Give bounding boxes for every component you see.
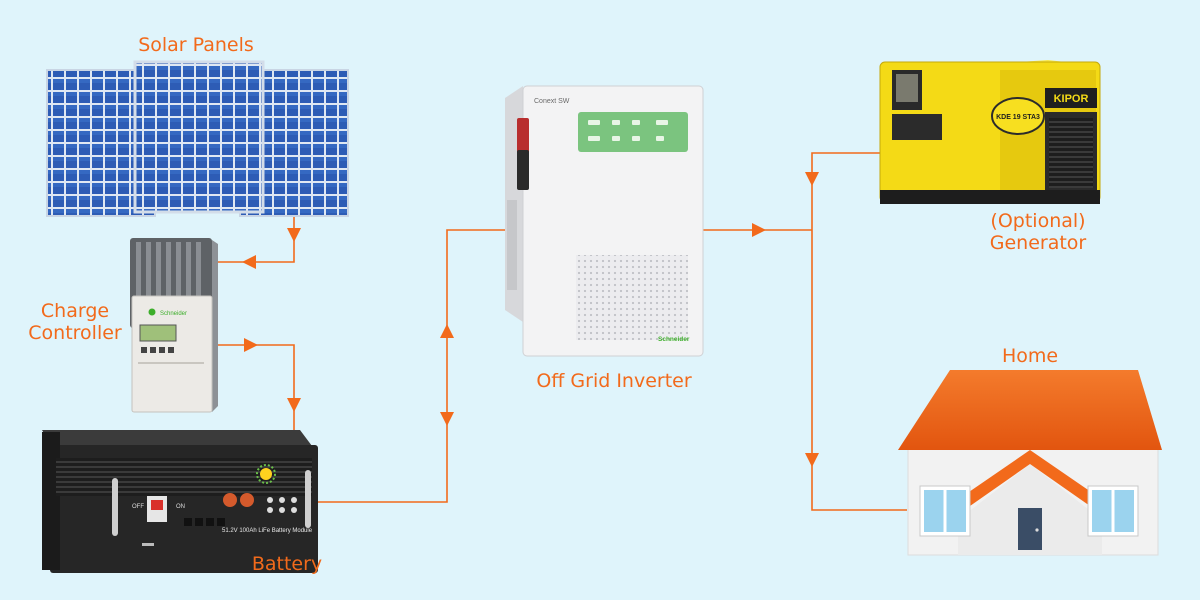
arrow-down-icon xyxy=(287,228,301,242)
label-battery: Battery xyxy=(251,553,323,575)
roof xyxy=(898,370,1162,450)
label-generator-line1: (Optional) xyxy=(990,210,1086,232)
generator-brand: KIPOR xyxy=(1054,93,1089,105)
arrow-up-icon xyxy=(440,324,454,338)
solar-panels xyxy=(46,60,349,217)
label-generator: (Optional) Generator xyxy=(958,210,1118,254)
generator: KDE 19 STA3 KIPOR xyxy=(879,60,1101,204)
label-solar-panels: Solar Panels xyxy=(138,34,254,56)
battery-on-text: ON xyxy=(176,504,185,510)
label-charge-controller: Charge Controller xyxy=(10,300,140,344)
inverter-maker: Schneider xyxy=(658,336,690,343)
battery-module-text: 51.2V 100Ah LiFe Battery Module xyxy=(222,528,313,534)
label-charge-controller-line1: Charge xyxy=(40,300,110,322)
sun-logo-icon xyxy=(256,464,276,484)
line-panels-to-controller xyxy=(208,212,295,263)
label-charge-controller-line2: Controller xyxy=(28,322,122,344)
charge-controller: Schneider xyxy=(130,238,218,413)
home xyxy=(898,370,1162,556)
arrow-down-icon xyxy=(440,412,454,426)
controller-maker: Schneider xyxy=(160,311,187,317)
arrow-right-icon xyxy=(244,338,258,352)
label-inverter: Off Grid Inverter xyxy=(536,370,692,392)
arrow-down-icon xyxy=(805,453,819,467)
battery: OFF ON 51.2V 100Ah LiFe Battery Module xyxy=(42,430,318,573)
label-home: Home xyxy=(1001,345,1059,367)
positive-terminal-icon xyxy=(223,493,237,507)
inverter: Conext SW Schneider xyxy=(505,85,704,357)
arrow-left-icon xyxy=(242,255,256,269)
solar-panel-center xyxy=(133,60,265,214)
arrow-down-icon xyxy=(287,398,301,412)
arrow-down-icon xyxy=(805,172,819,186)
arrow-right-icon xyxy=(752,223,766,237)
arrow-heads xyxy=(242,172,819,467)
battery-off-text: OFF xyxy=(132,504,144,510)
line-generator-to-home xyxy=(811,152,907,511)
label-generator-line2: Generator xyxy=(989,232,1087,254)
line-controller-to-battery xyxy=(212,344,295,450)
inverter-brand: Conext SW xyxy=(534,98,570,105)
positive-terminal-icon xyxy=(240,493,254,507)
line-battery-to-inverter xyxy=(318,229,505,503)
generator-model: KDE 19 STA3 xyxy=(996,114,1040,121)
connection-lines xyxy=(208,152,907,511)
